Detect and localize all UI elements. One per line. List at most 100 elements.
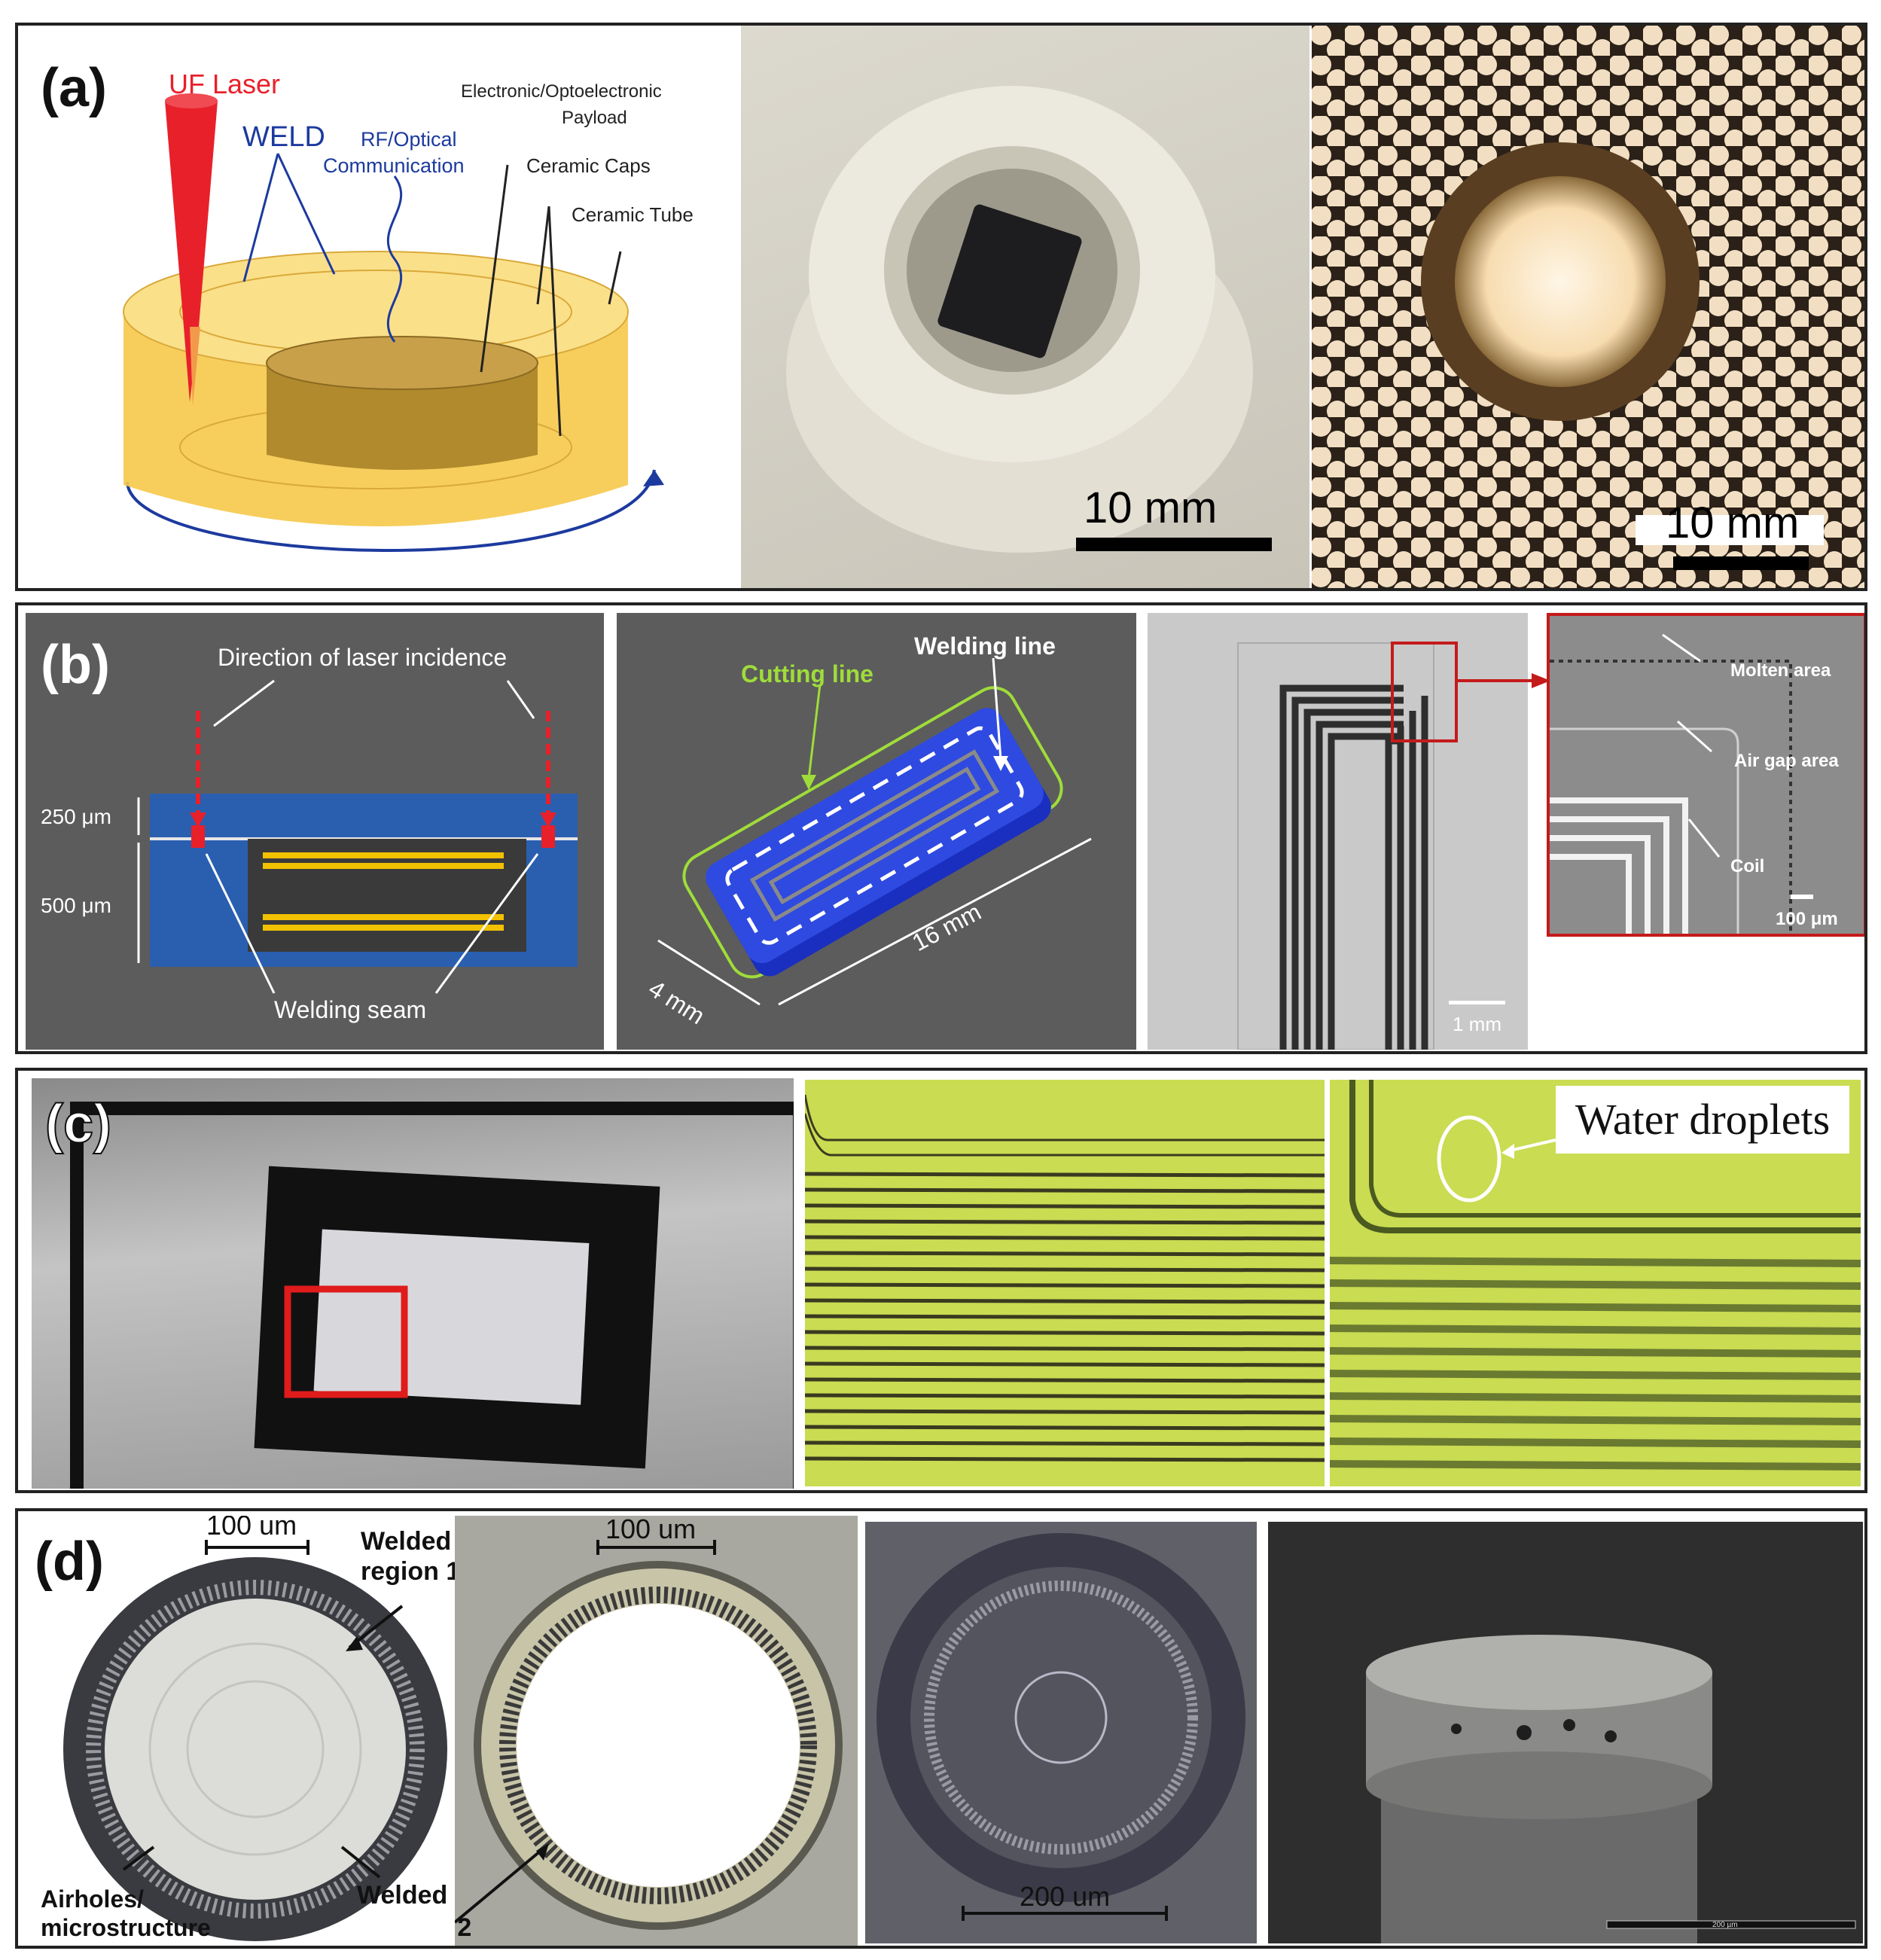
coil-line (805, 1330, 1325, 1336)
welded1-line1: Welded (361, 1527, 451, 1556)
ring-photo: 10 mm (786, 86, 1272, 553)
sem-fiber-tip: 200 µm (1366, 1635, 1856, 1943)
coil-line (805, 1282, 1325, 1288)
cutting-line-label: Cutting line (741, 660, 873, 687)
zoom-image: Molten area Air gap area Coil 100 μm (1550, 633, 1839, 934)
fiber-cross-section-2: 100 um region 2 (455, 1516, 843, 1942)
fiber2-scale: 100 um (605, 1516, 696, 1544)
coil-line (805, 1361, 1325, 1367)
panel-d: 100 um Welded region 1 Airholes/ microst… (15, 1508, 1867, 1949)
scale-bar (1673, 556, 1809, 570)
welded2-line1: Welded (357, 1881, 447, 1910)
payload-label-2: Payload (562, 108, 627, 128)
width-label: 4 mm (644, 974, 709, 1029)
coil-label: Coil (1730, 856, 1764, 876)
welded1-line2: region 1 (361, 1557, 460, 1586)
panel-d-sem: 200 µm (1268, 1522, 1863, 1943)
panel-c-photo: (c) (32, 1078, 794, 1489)
molten-label: Molten area (1730, 660, 1831, 681)
coil-line (805, 1203, 1325, 1209)
length-label: 16 mm (907, 898, 985, 956)
coil-line (805, 1314, 1325, 1320)
mesh-photo: 10 mm (1312, 26, 1864, 588)
coil-line (1330, 1302, 1861, 1312)
panel-c: (c) Water droplets (15, 1068, 1867, 1493)
fiber1-scale: 100 um (206, 1516, 297, 1541)
comm-wave (386, 175, 403, 343)
chip (937, 204, 1082, 358)
payload-body (267, 363, 538, 470)
comm-label-1: RF/Optical (361, 128, 457, 151)
coil-line (805, 1251, 1325, 1257)
weld-label: WELD (242, 121, 325, 153)
panel-d-fiber-2: 100 um region 2 (455, 1516, 858, 1946)
rotation-arrow (126, 469, 656, 552)
coil-line (1330, 1324, 1861, 1335)
zoom-arrow (1456, 673, 1550, 688)
payload-label-1: Electronic/Optoelectronic (461, 81, 662, 102)
zoom-box (1391, 642, 1458, 742)
coil-line (1330, 1460, 1861, 1471)
panel-a: UF Laser WELD RF/Optical Communication E… (15, 23, 1867, 591)
panel-b-cross-section: Direction of laser incidence 250 μm 500 … (26, 613, 604, 1050)
panel-c-micro-2: Water droplets (1330, 1080, 1861, 1486)
coil-line (805, 1235, 1325, 1241)
scale-bar (1791, 895, 1813, 899)
panel-a-schematic: UF Laser WELD RF/Optical Communication E… (18, 26, 741, 588)
disk-center (1455, 176, 1666, 387)
dim-250: 250 μm (41, 805, 111, 828)
seam-left (191, 825, 205, 848)
seam-right (541, 825, 555, 848)
coil-line (1330, 1437, 1861, 1448)
coil-line (805, 1393, 1325, 1399)
coil-line (1330, 1279, 1861, 1290)
coil-line (805, 1172, 1325, 1178)
coil-micrograph: 1 mm (1237, 642, 1505, 1050)
comm-label-2: Communication (323, 154, 465, 177)
coil-line (1330, 1415, 1861, 1425)
cross-section-diagram: Direction of laser incidence 250 μm 500 … (41, 644, 578, 1023)
sem-scale: 200 µm (1712, 1921, 1738, 1929)
photo1-scale: 10 mm (1084, 483, 1217, 532)
panel-b-micrograph: 1 mm (1148, 613, 1528, 1050)
fiber3-scale: 200 um (1020, 1881, 1110, 1912)
panel-b: Direction of laser incidence 250 μm 500 … (15, 602, 1867, 1054)
laser-beam (165, 101, 218, 402)
coil-line (1330, 1392, 1861, 1403)
dim-500: 500 μm (41, 894, 111, 917)
panel-a-label: (a) (41, 58, 107, 118)
panel-c-micro-1 (805, 1080, 1325, 1486)
coil-line (805, 1187, 1325, 1193)
air-gap-label: Air gap area (1734, 751, 1839, 771)
laser-direction-label: Direction of laser incidence (218, 644, 507, 671)
panel-d-fiber-3: 200 um (865, 1522, 1257, 1943)
highlight-box (284, 1285, 408, 1398)
panel-a-photo-mesh: 10 mm (1312, 26, 1864, 588)
droplet-circle (1437, 1115, 1501, 1203)
capsule-schematic: UF Laser WELD RF/Optical Communication E… (123, 69, 694, 552)
fiber-cross-section-3: 200 um (876, 1533, 1245, 1921)
welded2-line2: region 2 (455, 1913, 471, 1942)
coil-line (1330, 1257, 1861, 1267)
welding-line-label: Welding line (914, 633, 1056, 660)
coil-line (805, 1219, 1325, 1225)
window-opening (313, 1229, 590, 1405)
scale-bar (1449, 1001, 1505, 1004)
panel-c-label: (c) (44, 1093, 112, 1155)
coil-line (805, 1346, 1325, 1352)
device-model: Welding line Cutting line 16 mm 4 mm (644, 633, 1092, 1029)
coil-line (805, 1456, 1325, 1462)
coil-line (1330, 1347, 1861, 1358)
coil-line (805, 1267, 1325, 1273)
coil-lines-image-2 (1330, 1080, 1861, 1471)
panel-b-model: Welding line Cutting line 16 mm 4 mm (617, 613, 1136, 1050)
coil-line (805, 1425, 1325, 1431)
coil-lines-image-1 (805, 1094, 1325, 1462)
panel-b-label: (b) (41, 635, 110, 695)
seam-label: Welding seam (274, 996, 426, 1023)
tube-label: Ceramic Tube (572, 203, 694, 226)
photo2-scale: 10 mm (1666, 498, 1799, 547)
water-droplets-label: Water droplets (1556, 1086, 1849, 1154)
payload-top (266, 336, 538, 390)
scale-bar (1076, 538, 1272, 551)
